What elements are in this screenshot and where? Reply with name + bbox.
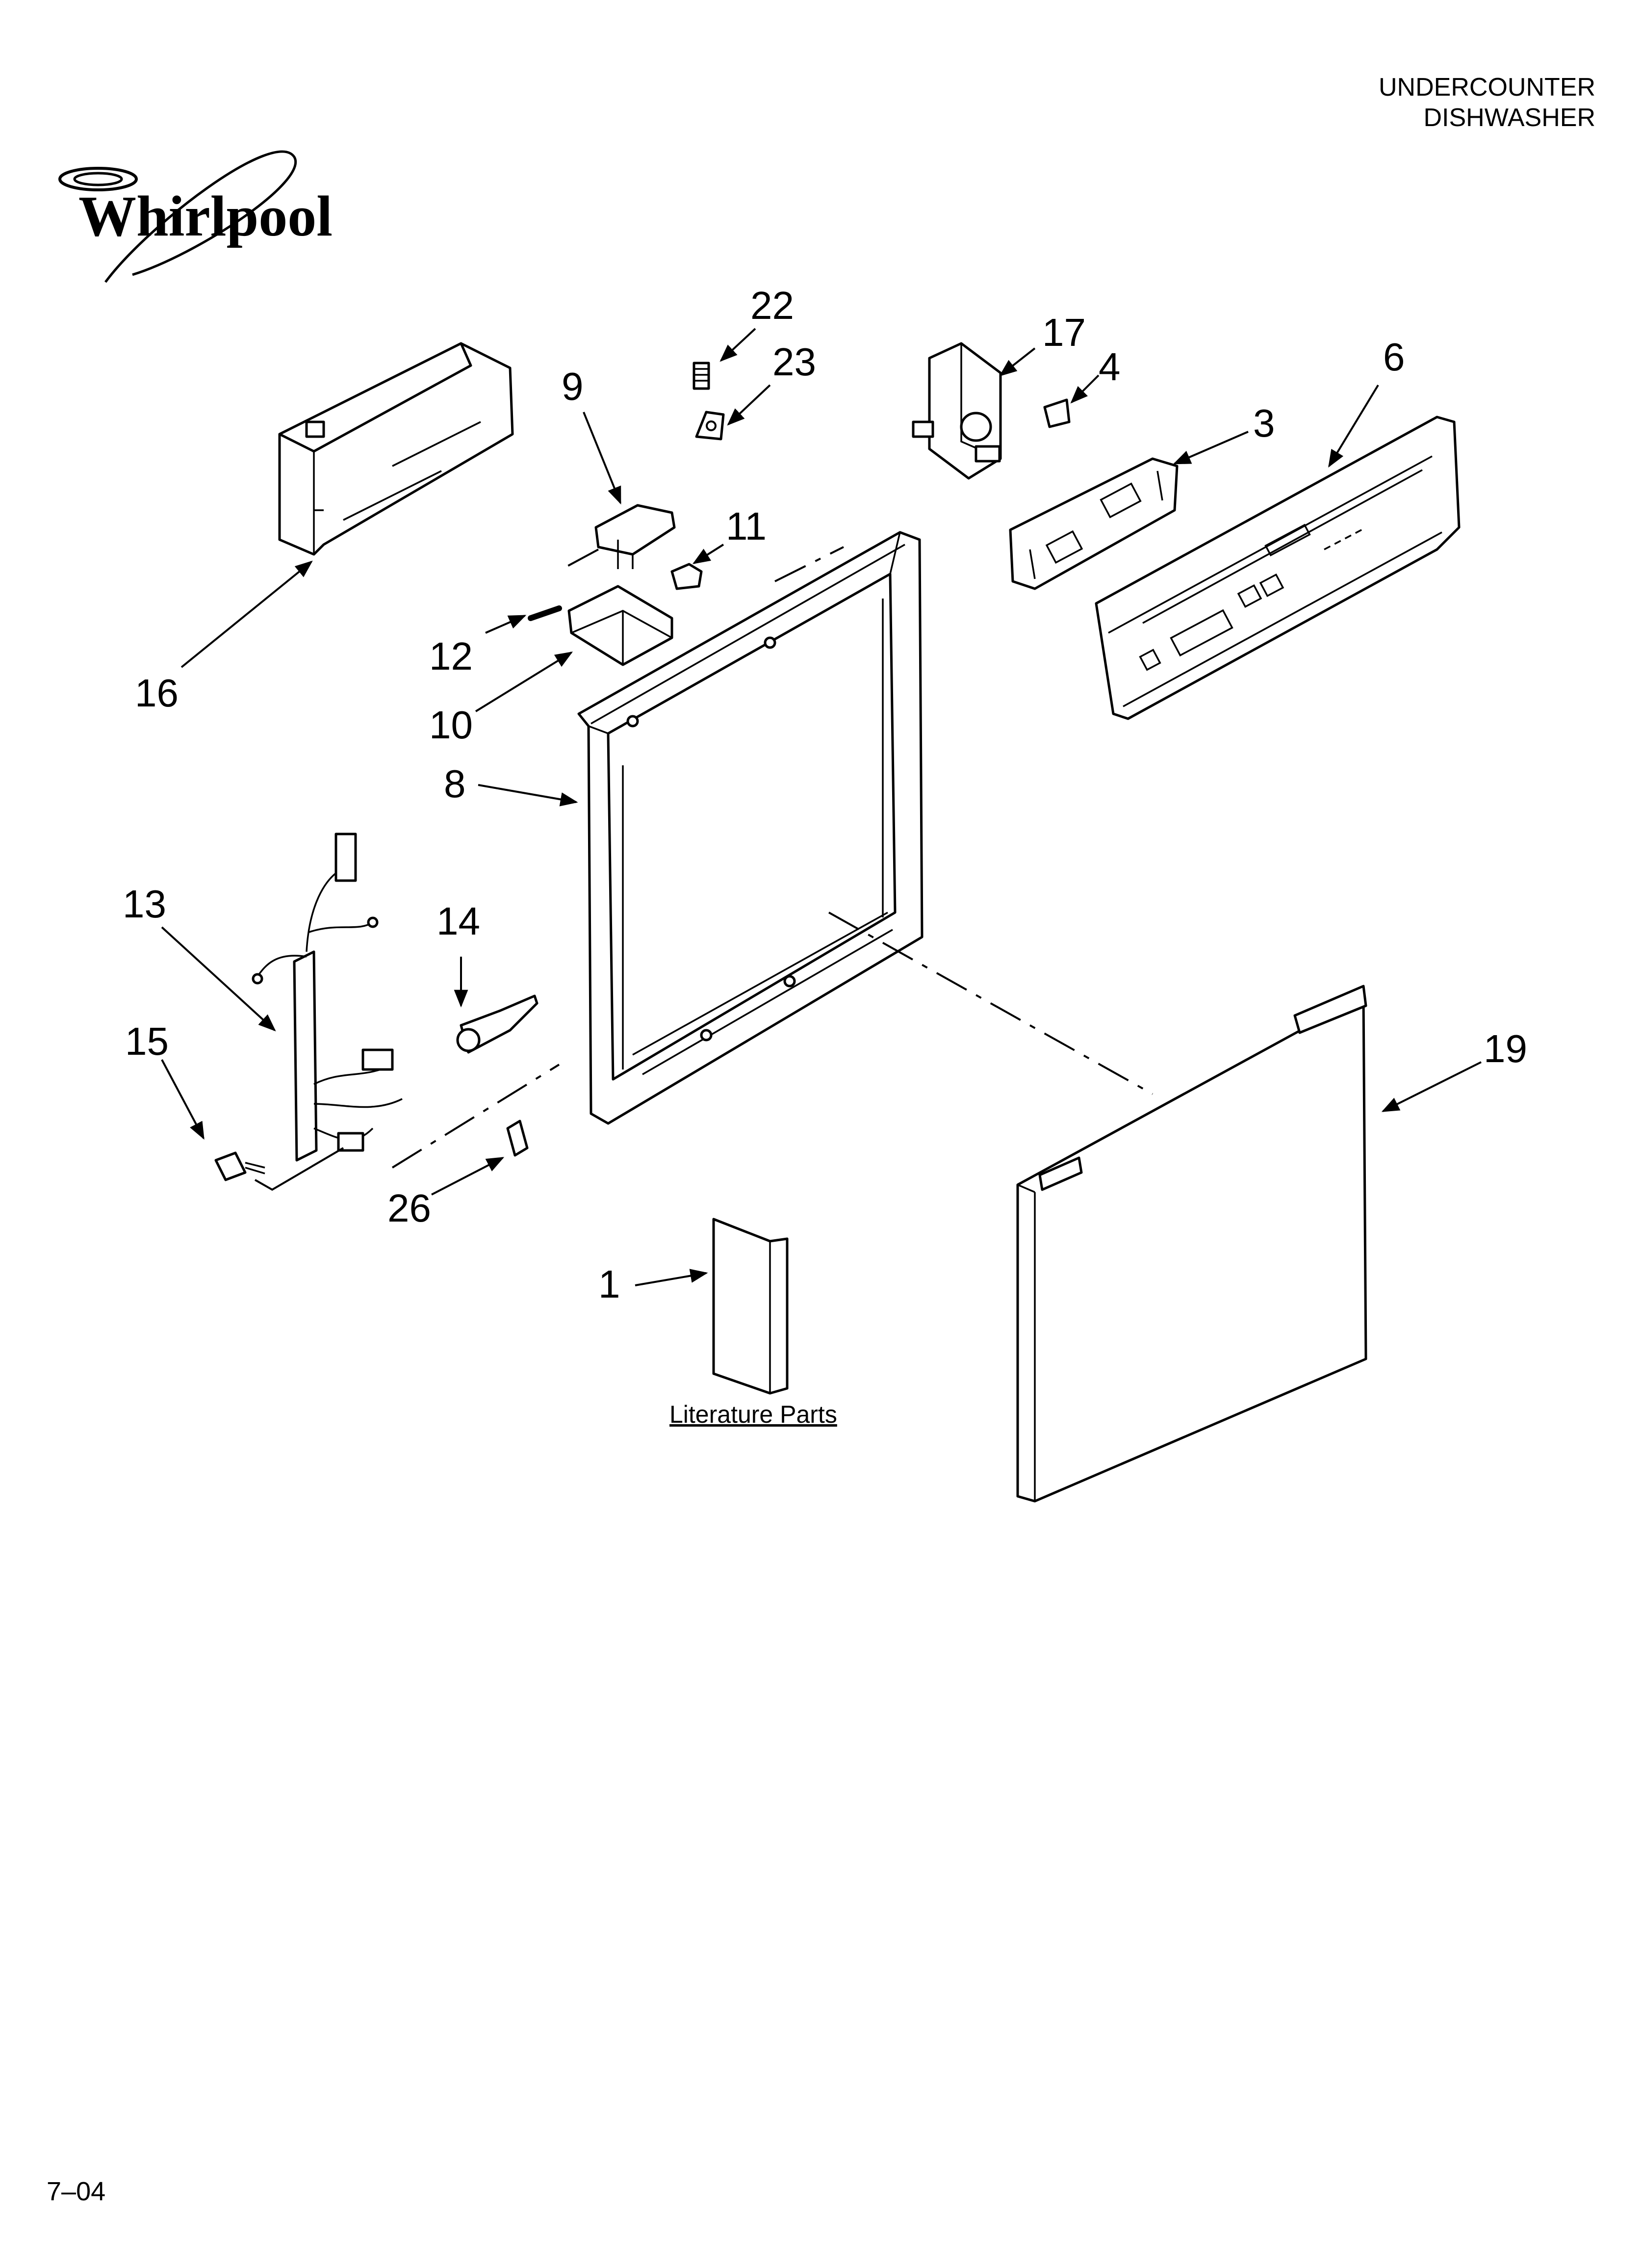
assembly-line [566, 548, 599, 568]
part-4-shape [1043, 398, 1071, 428]
part-1-shape [712, 1218, 789, 1395]
part-10-shape [567, 585, 673, 666]
callout-labels: 22 23 17 4 6 3 9 11 16 12 10 8 13 14 15 … [123, 284, 1527, 1306]
part-16-shape [278, 342, 514, 556]
part-22-shape [693, 362, 710, 390]
ground-wire [255, 1147, 344, 1191]
part-12-shape [528, 605, 562, 621]
part-23-shape [695, 411, 725, 441]
part-9-shape [594, 504, 676, 569]
callout-4: 4 [1099, 345, 1121, 389]
part-14-shape [456, 994, 539, 1054]
part-15-shape [214, 1151, 265, 1181]
callout-1: 1 [598, 1262, 620, 1306]
callout-11: 11 [726, 504, 767, 548]
assembly-line [774, 546, 844, 582]
literature-parts-label: Literature Parts [669, 1401, 837, 1428]
footer-code: 7–04 [47, 2177, 106, 2206]
callout-13: 13 [123, 882, 166, 926]
header-title-line2: DISHWASHER [1423, 104, 1595, 132]
part-6-shape [1095, 416, 1461, 720]
callout-17: 17 [1042, 311, 1086, 354]
part-11-shape [670, 563, 703, 590]
part-26-shape [506, 1120, 529, 1157]
callout-12: 12 [429, 634, 473, 678]
callout-3: 3 [1253, 401, 1275, 445]
assembly-line [391, 1064, 560, 1169]
callout-9: 9 [562, 365, 584, 408]
part-8-shape [577, 531, 924, 1125]
part-17-shape [912, 342, 1002, 480]
callout-16: 16 [135, 671, 179, 715]
header-title-line1: UNDERCOUNTER [1379, 73, 1595, 102]
callout-14: 14 [436, 899, 480, 943]
callout-10: 10 [429, 703, 473, 747]
callout-23: 23 [772, 340, 816, 384]
callout-8: 8 [444, 762, 466, 806]
assembly-line [828, 912, 1153, 1095]
callout-15: 15 [125, 1019, 169, 1063]
brand-wordmark: Whirlpool [78, 184, 333, 248]
callout-22: 22 [750, 284, 794, 327]
leader-lines [161, 328, 1482, 1286]
callout-19: 19 [1484, 1027, 1527, 1070]
whirlpool-logo: Whirlpool [58, 150, 333, 283]
callout-26: 26 [387, 1186, 431, 1230]
callout-6: 6 [1383, 335, 1405, 379]
part-3-shape [1009, 457, 1179, 590]
part-19-shape [1016, 985, 1367, 1503]
part-13-shape [252, 833, 403, 1162]
